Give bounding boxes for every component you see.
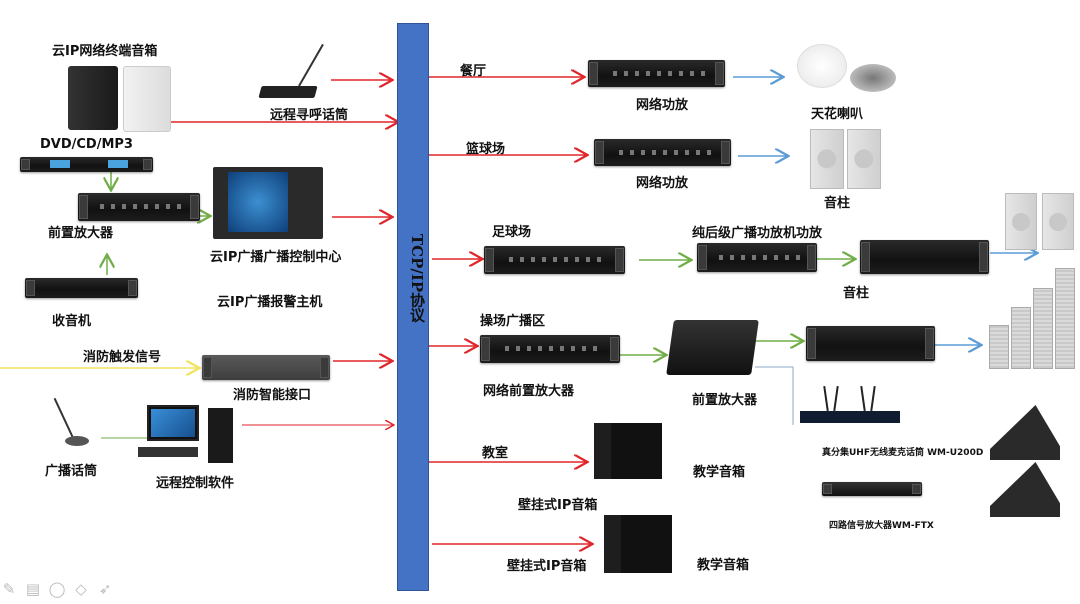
terminal-speaker-black	[68, 66, 118, 130]
label-zone-wall-speaker: 壁挂式IP音箱	[518, 498, 598, 513]
label-zone-football: 足球场	[492, 225, 532, 240]
network-preamp-image	[480, 335, 620, 363]
remote-pc-image	[133, 405, 239, 465]
lasso-icon[interactable]: ◯	[48, 580, 66, 598]
terminal-speaker-white	[123, 66, 171, 132]
label-wireless-receiver: 真分集UHF无线麦克话筒 WM-U200D	[822, 448, 984, 458]
football-device-image	[484, 246, 625, 274]
column-speaker-2a	[1005, 193, 1037, 250]
label-network-preamp: 网络前置放大器	[483, 384, 575, 399]
label-column-speaker-1: 音柱	[824, 196, 851, 211]
tall-speaker-3	[1033, 288, 1053, 369]
label-dvd-player: DVD/CD/MP3	[40, 137, 133, 152]
amp-3-image	[806, 326, 935, 361]
label-paging-mic: 远程寻呼话筒	[270, 108, 349, 123]
pointer-icon[interactable]: ➶	[98, 580, 112, 598]
label-signal-amp: 四路信号放大器WM-FTX	[829, 521, 934, 531]
presentation-toolbar: ✎ ▤ ◯ ◇ ➶	[0, 578, 114, 600]
fire-interface-image	[202, 355, 330, 380]
label-zone-dining: 餐厅	[460, 64, 487, 79]
label-zone-classroom: 教室	[482, 446, 509, 461]
label-teaching-speaker-1: 教学音箱	[693, 465, 746, 480]
label-wall-speaker-2: 壁挂式IP音箱	[507, 559, 587, 574]
label-ceiling-speaker: 天花喇叭	[811, 107, 864, 122]
label-tuner: 收音机	[52, 314, 92, 329]
link-mixer-wireless	[755, 366, 794, 425]
tuner-image	[25, 278, 138, 298]
column-speaker-1a	[810, 129, 844, 189]
label-fire-trigger: 消防触发信号	[83, 350, 162, 365]
dvd-player-image	[20, 157, 153, 172]
tall-speaker-1	[989, 325, 1009, 369]
label-terminal-speaker: 云IP网络终端音箱	[52, 44, 158, 59]
pen-icon[interactable]: ✎	[2, 580, 16, 598]
teaching-speaker-1-image	[594, 423, 662, 479]
network-amp-1-image	[588, 60, 725, 87]
ceiling-speaker-back-image	[850, 64, 896, 92]
label-power-amp: 纯后级广播功放机功放	[692, 226, 823, 241]
label-control-center: 云IP广播广播控制中心	[210, 250, 342, 265]
label-alarm-host: 云IP广播报警主机	[217, 295, 323, 310]
control-center-image	[213, 167, 323, 239]
label-zone-playground: 操场广播区	[480, 314, 546, 329]
label-network-amp-1: 网络功放	[636, 98, 689, 113]
power-amp-image	[697, 243, 817, 272]
broadcast-mic-image	[45, 390, 105, 452]
bus-label: TCP/IP协议	[408, 234, 426, 323]
column-speaker-2b	[1042, 193, 1074, 250]
ceiling-speaker-image	[797, 44, 847, 88]
label-column-speaker-2: 音柱	[843, 286, 870, 301]
wireless-receiver-image	[800, 385, 900, 426]
amp-2-image	[860, 240, 989, 274]
label-network-amp-2: 网络功放	[636, 176, 689, 191]
paging-mic-image	[258, 38, 324, 100]
slide-icon[interactable]: ▤	[25, 580, 41, 598]
tcp-ip-bus: TCP/IP协议	[397, 23, 429, 591]
label-teaching-speaker-2: 教学音箱	[697, 558, 750, 573]
preamp-image	[78, 193, 200, 221]
signal-amp-image	[822, 482, 922, 496]
label-mixer: 前置放大器	[692, 393, 758, 408]
label-broadcast-mic: 广播话筒	[45, 464, 98, 479]
mixer-image	[666, 320, 759, 375]
label-preamp: 前置放大器	[48, 226, 114, 241]
tall-speaker-2	[1011, 307, 1031, 369]
label-fire-interface: 消防智能接口	[233, 388, 312, 403]
label-remote-software: 远程控制软件	[156, 476, 235, 491]
label-zone-basketball: 篮球场	[466, 142, 506, 157]
column-speaker-1b	[847, 129, 881, 189]
tall-speaker-4	[1055, 268, 1075, 369]
eraser-icon[interactable]: ◇	[75, 580, 87, 598]
teaching-speaker-2-image	[604, 515, 672, 573]
network-amp-2-image	[594, 139, 731, 166]
